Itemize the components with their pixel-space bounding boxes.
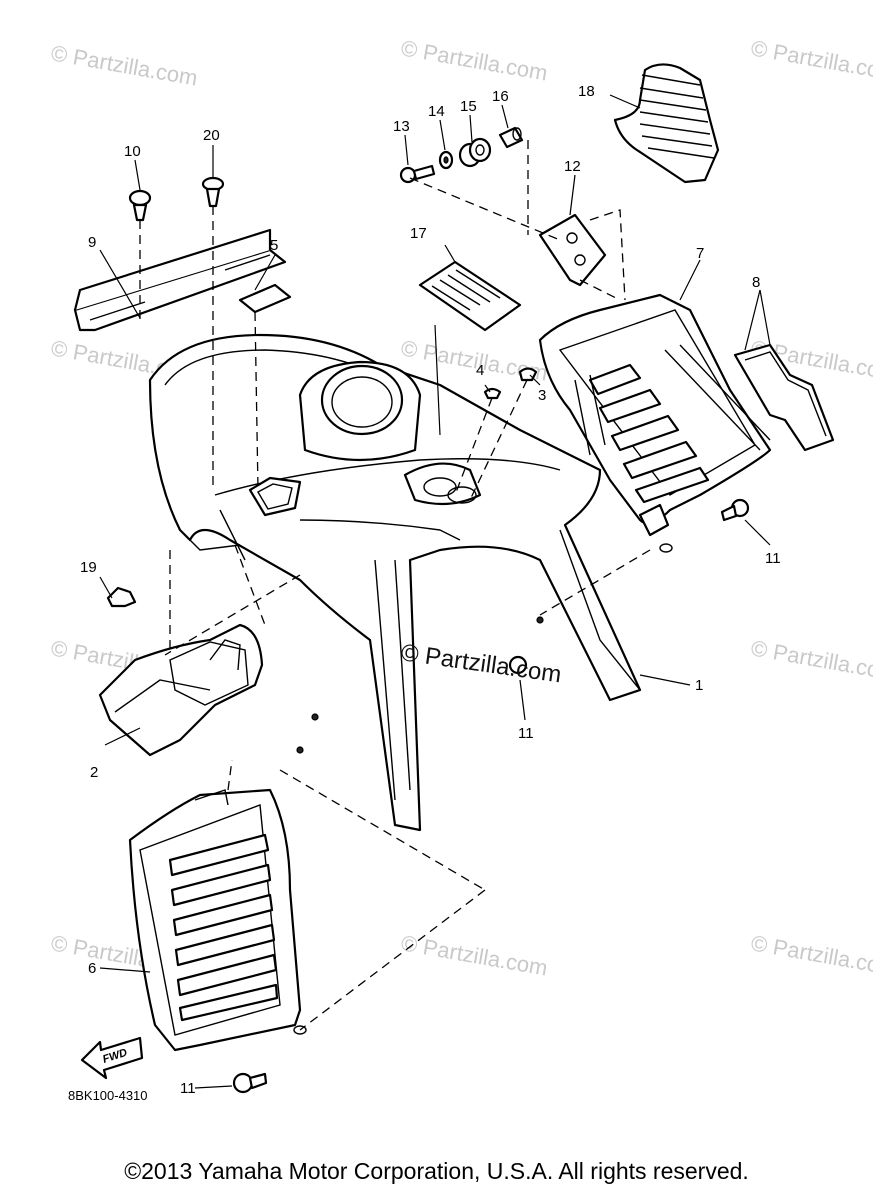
callout-11-bottom: 11	[180, 1080, 196, 1097]
part-9-rail	[73, 228, 287, 332]
callout-14: 14	[428, 103, 445, 120]
callout-11-center: 11	[518, 725, 534, 742]
part-15-collar	[458, 137, 492, 168]
part-17-pad	[418, 260, 522, 332]
part-19-clip	[106, 586, 137, 608]
part-5-clip	[238, 283, 292, 314]
callouts: 1 2 3 4 5 6 7 8 9 10 11 11 11 12 13 14 1…	[80, 83, 781, 1097]
callout-20: 20	[203, 127, 220, 144]
callout-10: 10	[124, 143, 141, 160]
part-12-bracket	[538, 213, 607, 287]
watermark: © Partzilla.com	[399, 35, 549, 85]
part-20-rivet	[201, 176, 225, 208]
callout-4: 4	[476, 362, 484, 379]
callout-7: 7	[696, 245, 704, 262]
callout-18: 18	[578, 83, 595, 100]
callout-3: 3	[538, 387, 546, 404]
callout-6: 6	[88, 960, 96, 977]
vent-slots	[168, 833, 279, 1022]
callout-17: 17	[410, 225, 427, 242]
hole	[293, 1025, 307, 1035]
part-14-washer	[438, 150, 454, 170]
callout-9: 9	[88, 234, 96, 251]
callout-13: 13	[393, 118, 410, 135]
part-11-bolt-bottom	[232, 1072, 268, 1094]
part-1-front-fender	[148, 333, 642, 832]
assembly-lines	[139, 140, 651, 1031]
part-7-rear-panel	[538, 293, 772, 553]
vent-slots	[574, 344, 771, 504]
part-4-clip	[483, 387, 502, 400]
callout-12: 12	[564, 158, 581, 175]
watermark: © Partzilla.com	[49, 40, 199, 90]
part-6-side-panel	[128, 788, 302, 1052]
leader-lines	[99, 94, 771, 1089]
part-16-spacer	[498, 126, 524, 149]
diagram-code: 8BK100-4310	[68, 1088, 148, 1103]
part-11-bolt-right	[720, 498, 750, 522]
copyright-text: ©2013 Yamaha Motor Corporation, U.S.A. A…	[124, 1158, 749, 1184]
part-8-strips	[733, 343, 835, 452]
callout-16: 16	[492, 88, 509, 105]
watermark: © Partzilla.com	[749, 635, 873, 685]
callout-2: 2	[90, 764, 98, 781]
watermark: © Partzilla.com	[749, 35, 873, 85]
watermark-center: © Partzilla.com	[399, 639, 563, 688]
callout-1: 1	[695, 677, 703, 694]
part-11-bolt-center	[508, 655, 528, 675]
callout-8: 8	[752, 274, 760, 291]
part-13-bolt	[399, 164, 436, 184]
part-2-cover	[98, 623, 264, 757]
callout-11-right: 11	[765, 550, 781, 567]
part-10-grommet	[128, 189, 152, 222]
part-18-boot	[613, 63, 720, 184]
callout-15: 15	[460, 98, 477, 115]
callout-19: 19	[80, 559, 97, 576]
watermark: © Partzilla.com	[749, 930, 873, 980]
callout-5: 5	[270, 237, 278, 254]
fwd-arrow: FWD	[80, 1036, 144, 1080]
